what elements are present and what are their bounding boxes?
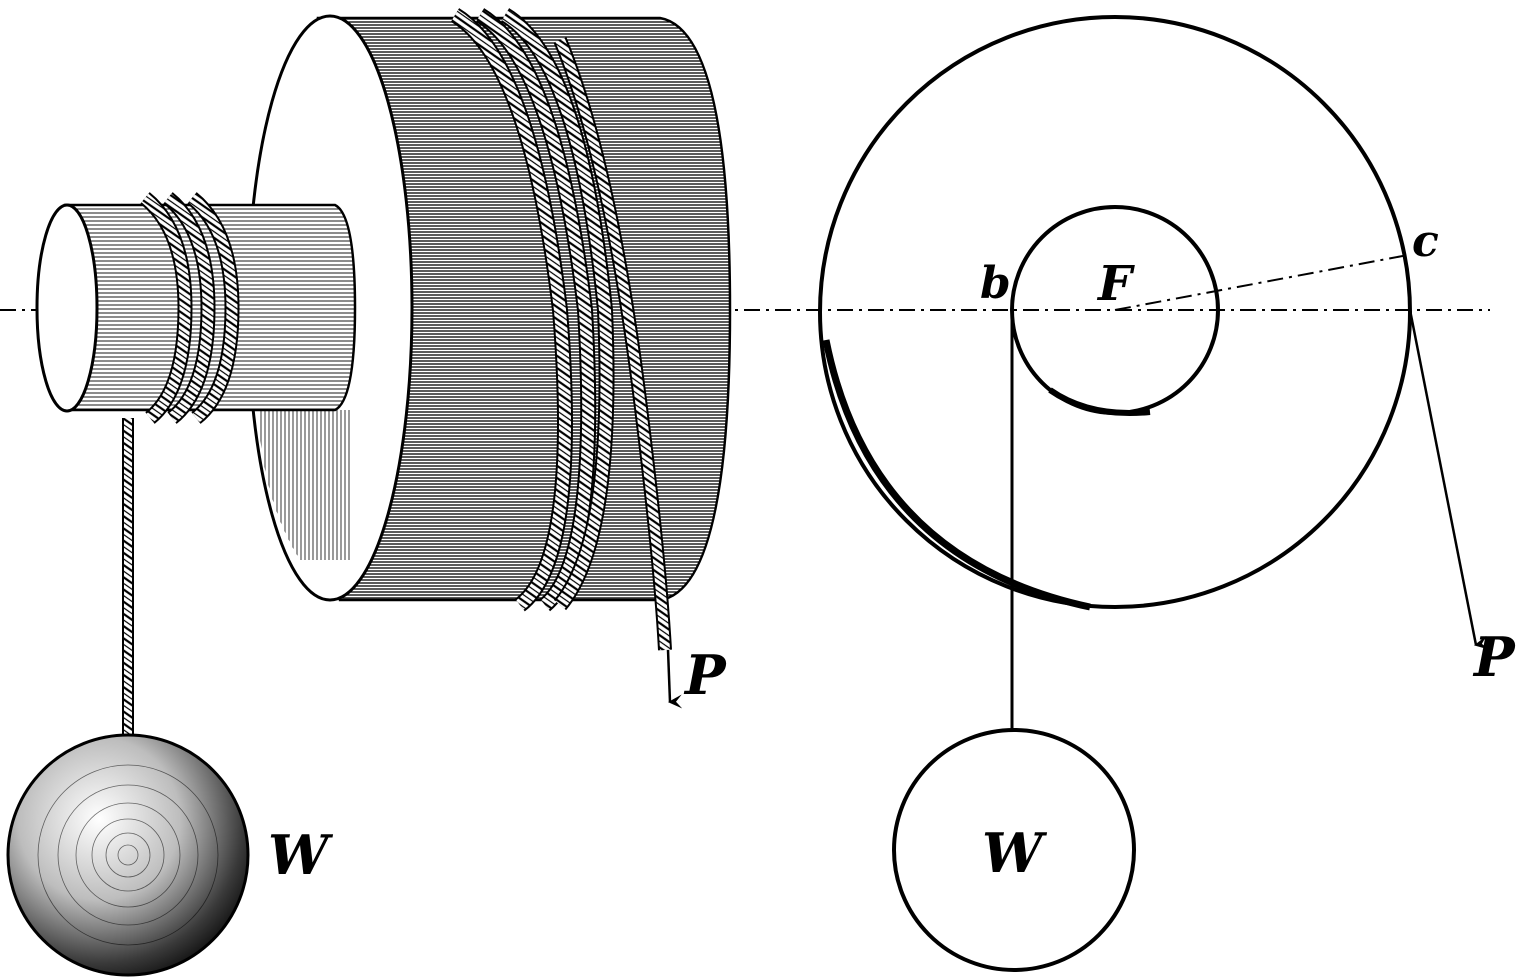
label-point-b: b <box>980 258 1011 309</box>
left-weight-rings <box>37 764 219 946</box>
left-force-arrow <box>666 649 683 709</box>
wheel-schematic <box>818 15 1490 972</box>
right-weight-circle <box>892 728 1136 972</box>
large-wheel-rope <box>450 8 672 651</box>
label-left-weight: W <box>268 823 329 887</box>
right-force-arrow <box>1408 309 1490 650</box>
small-axle <box>35 192 357 740</box>
label-fulcrum: F <box>1098 256 1133 312</box>
wheel-circle <box>818 15 1412 609</box>
large-wheel <box>246 8 732 651</box>
label-right-weight: W <box>982 821 1043 885</box>
label-left-force: P <box>685 643 726 707</box>
left-weight-ball <box>6 733 250 977</box>
lever-line-fc <box>1114 254 1409 311</box>
small-axle-face <box>35 203 99 413</box>
label-right-force: P <box>1474 625 1515 689</box>
label-point-c: c <box>1412 216 1439 267</box>
